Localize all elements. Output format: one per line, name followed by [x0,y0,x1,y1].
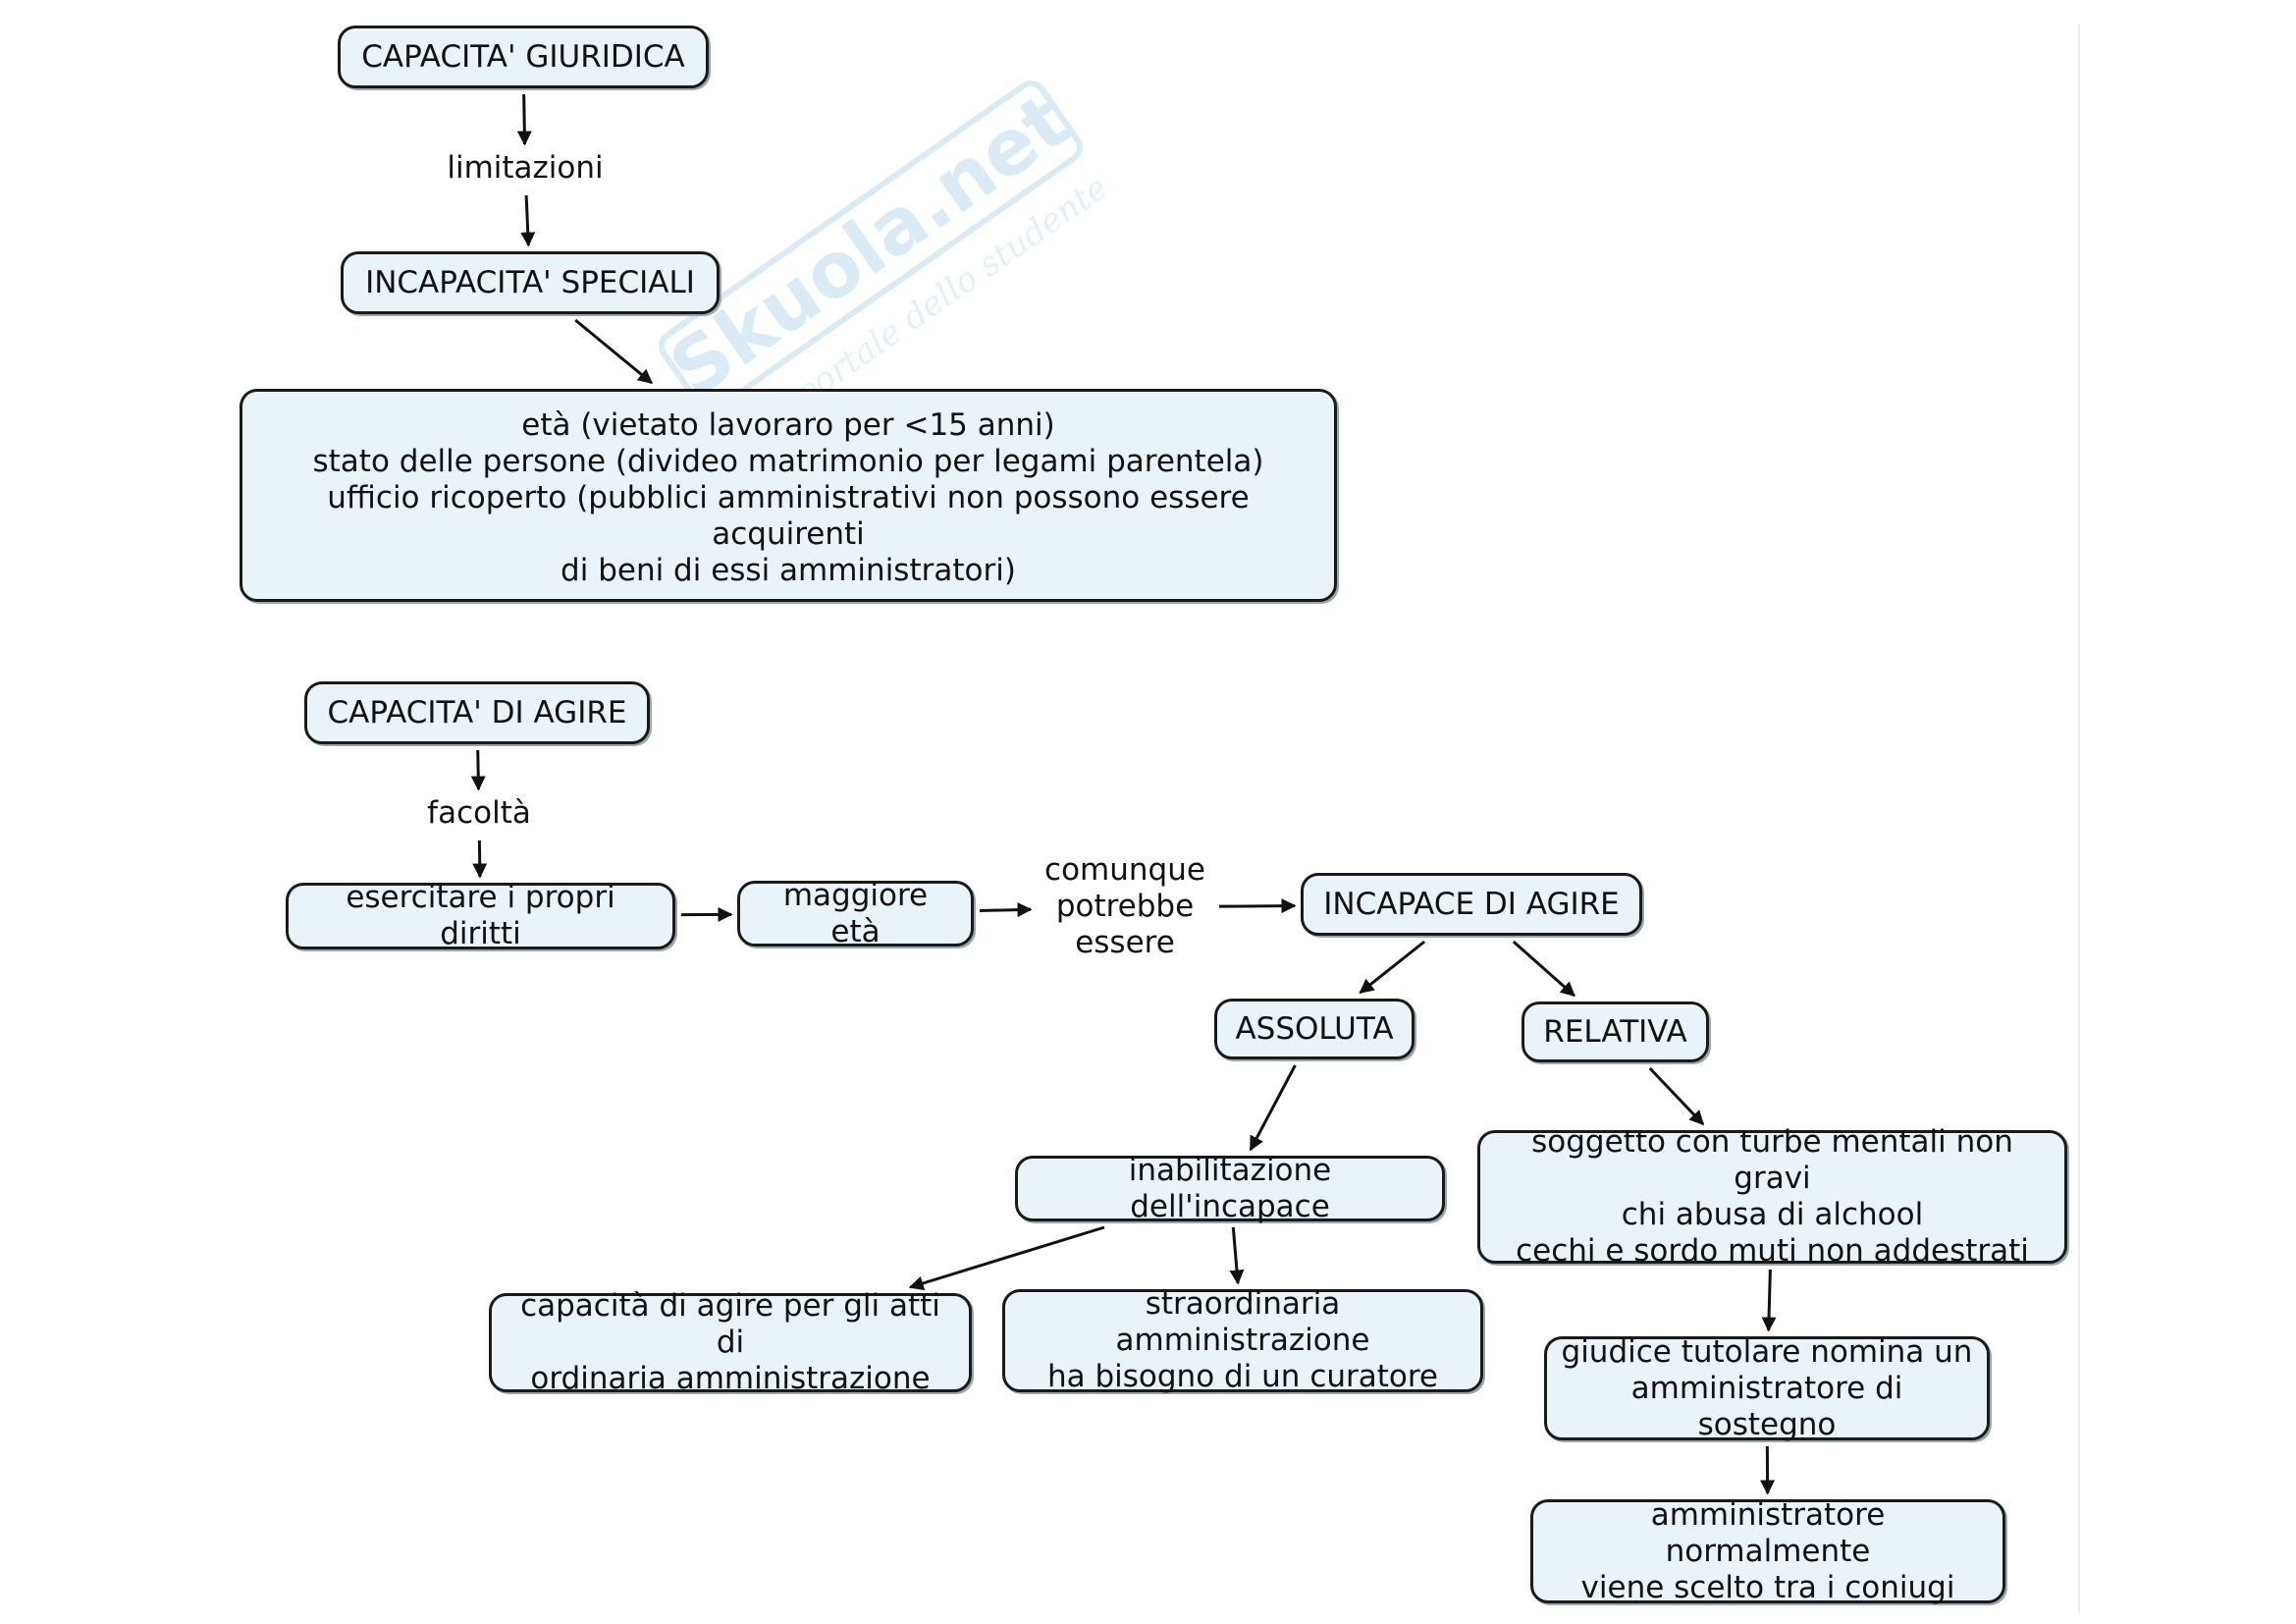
node-capacita-di-agire: CAPACITA' DI AGIRE [304,681,650,744]
arrow-capacita_giuridica-to-limitazioni [516,93,532,146]
node-incapace-di-agire: INCAPACE DI AGIRE [1301,873,1642,936]
link-label-comunque-potrebbe-essere: comunque potrebbe essere [1037,852,1213,962]
node-ordinaria-amministrazione: capacità di agire per gli atti di ordina… [489,1288,972,1396]
node-amministratore-coniugi: amministratore normalmente viene scelto … [1530,1497,2005,1605]
link-label-facolta: facoltà [410,795,548,835]
arrow-soggetti_relativa-to-giudice_tutelare [1761,1269,1777,1332]
node-giudice-tutelare: giudice tutolare nomina un amministrator… [1544,1334,1990,1442]
arrow-inabilitazione-to-ordinaria_amministrazione [908,1225,1105,1291]
arrow-maggiore_eta-to-comunque_potrebbe_essere [979,902,1033,918]
node-soggetti-incapacita-relativa: soggetto con turbe mentali non gravi chi… [1477,1124,2067,1269]
node-straordinaria-amministrazione: straordinaria amministrazione ha bisogno… [1002,1286,1483,1394]
arrow-comunque_potrebbe_essere-to-incapace_di_agire [1218,898,1297,914]
node-incapacita-speciali: INCAPACITA' SPECIALI [341,251,720,314]
node-maggiore-eta: maggiore età [737,878,974,949]
arrow-incapace_di_agire-to-assoluta [1359,940,1426,995]
arrow-assoluta-to-inabilitazione [1249,1064,1297,1152]
node-relativa: RELATIVA [1522,1001,1709,1062]
arrow-capacita_di_agire-to-facolta [470,749,486,791]
arrow-incapacita_speciali-to-elenco_incapacita [574,318,654,385]
node-capacita-giuridica: CAPACITA' GIURIDICA [338,26,709,88]
arrow-facolta-to-esercitare_diritti [472,839,488,879]
arrow-relativa-to-soggetti_relativa [1648,1066,1705,1126]
arrow-inabilitazione-to-straordinaria_amministrazione [1229,1226,1245,1285]
watermark-logo: Skuola.net il portale dello studente [655,77,1115,432]
link-label-limitazioni: limitazioni [432,150,618,189]
arrow-incapace_di_agire-to-relativa [1512,940,1575,998]
page-divider [2078,24,2080,1614]
node-assoluta: ASSOLUTA [1214,999,1415,1059]
node-esercitare-diritti: esercitare i propri diritti [286,880,675,951]
arrow-limitazioni-to-incapacita_speciali [520,194,536,247]
node-inabilitazione: inabilitazione dell'incapace [1015,1153,1445,1224]
node-elenco-incapacita: età (vietato lavoraro per <15 anni) stat… [240,389,1337,602]
